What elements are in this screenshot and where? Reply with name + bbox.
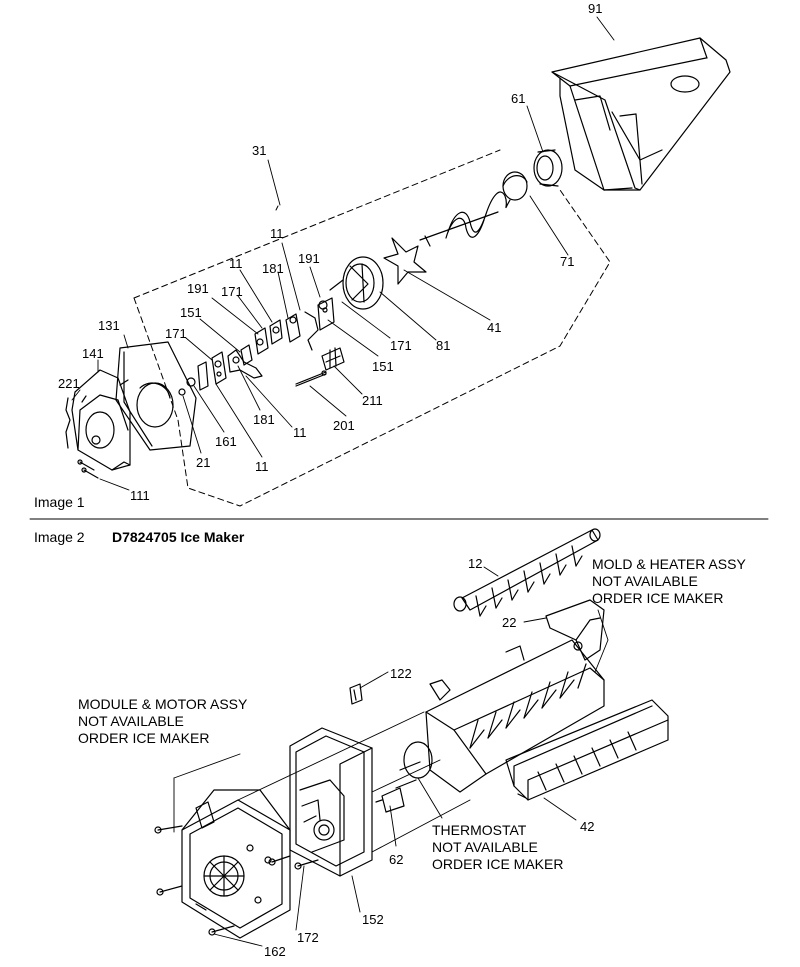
part-label-31: 31	[252, 143, 267, 158]
part-label-162: 162	[264, 944, 286, 959]
part-label-171: 171	[390, 338, 412, 353]
note-thermostat: THERMOSTAT NOT AVAILABLE ORDER ICE MAKER	[432, 822, 564, 872]
part-label-181: 181	[253, 412, 275, 427]
part-label-161: 161	[215, 434, 237, 449]
part-label-22: 22	[502, 615, 517, 630]
hardware-cluster-drawing	[178, 297, 345, 396]
auger-drawing	[419, 171, 528, 247]
screws-drawing	[77, 459, 99, 479]
bracket-drawing	[545, 599, 605, 661]
part-label-151: 151	[372, 359, 394, 374]
part-label-221: 221	[58, 376, 80, 391]
part-label-151: 151	[180, 305, 202, 320]
part-label-41: 41	[487, 320, 502, 335]
motor-housing-drawing	[71, 369, 131, 471]
leader-lines-1	[71, 16, 615, 491]
part-label-11: 11	[229, 256, 243, 271]
note-mold-heater: MOLD & HEATER ASSY NOT AVAILABLE ORDER I…	[592, 556, 746, 606]
mold-housing-drawing	[425, 639, 605, 793]
control-housing-drawing	[289, 727, 373, 877]
assembly-outline	[133, 149, 611, 507]
part-label-42: 42	[580, 819, 595, 834]
part-label-61: 61	[511, 91, 526, 106]
part-label-131: 131	[98, 318, 120, 333]
part-label-71: 71	[560, 254, 575, 269]
part-label-172: 172	[297, 930, 319, 945]
part-label-11: 11	[293, 425, 307, 440]
assembly-axis-lines	[237, 711, 471, 853]
image1-caption: Image 1	[34, 494, 85, 510]
part-label-12: 12	[468, 556, 483, 571]
collar-drawing	[533, 149, 563, 187]
ice-bucket-drawing	[551, 37, 731, 191]
blade-drawing	[383, 237, 427, 285]
part-label-181: 181	[262, 261, 284, 276]
part-label-21: 21	[196, 455, 211, 470]
mold-top-drawing	[453, 528, 601, 617]
clip-drawing	[349, 683, 363, 705]
note-module-motor: MODULE & MOTOR ASSY NOT AVAILABLE ORDER …	[78, 696, 248, 746]
stripper-bar-drawing	[505, 699, 669, 801]
spring-drawing	[65, 397, 71, 449]
part-label-62: 62	[389, 852, 404, 867]
part-label-81: 81	[436, 338, 451, 353]
part-label-141: 141	[82, 346, 104, 361]
drum-drawing	[329, 256, 384, 310]
part-label-211: 211	[362, 393, 383, 408]
part-label-191: 191	[298, 251, 320, 266]
leader-lines-2	[173, 566, 609, 947]
part-label-122: 122	[390, 666, 412, 681]
screws-2-drawing	[154, 825, 319, 936]
part-label-171: 171	[221, 284, 243, 299]
part-label-171: 171	[165, 326, 187, 341]
part-label-201: 201	[333, 418, 355, 433]
part-label-91: 91	[588, 1, 603, 16]
image2-caption: Image 2	[34, 529, 85, 545]
image2-title: D7824705 Ice Maker	[112, 529, 245, 545]
part-label-11: 11	[270, 226, 284, 241]
part-label-191: 191	[187, 281, 209, 296]
part-label-11: 11	[255, 459, 269, 474]
part-label-152: 152	[362, 912, 384, 927]
part-label-111: 111	[130, 488, 150, 503]
